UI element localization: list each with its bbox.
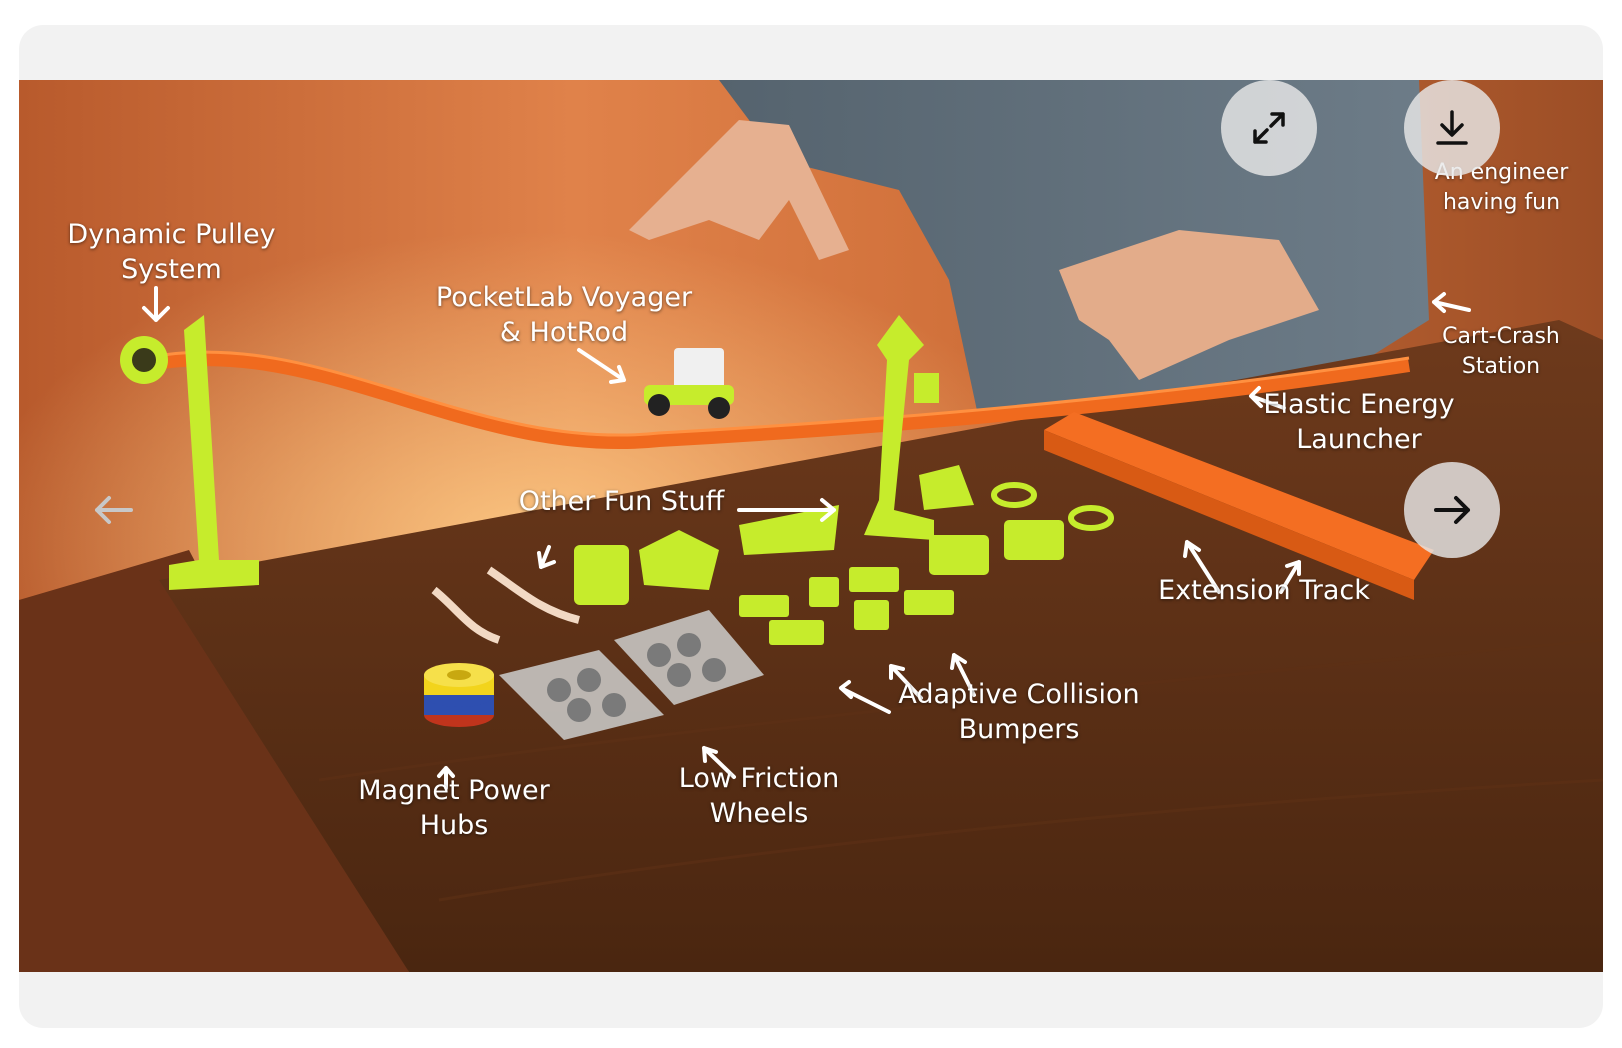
image-viewer-card: Dynamic Pulley System PocketLab Voyager … [19, 25, 1603, 1028]
collision-bumpers-label: Adaptive Collision Bumpers [889, 677, 1149, 747]
arrow-right-icon [1434, 496, 1470, 524]
download-icon [1436, 110, 1468, 145]
elastic-launcher-label: Elastic Energy Launcher [1249, 387, 1469, 457]
friction-wheels-label-line1: Low Friction [678, 763, 840, 794]
friction-wheels-label: Low Friction Wheels [659, 761, 859, 831]
expand-icon [1253, 112, 1285, 144]
cart-crash-label: Cart-Crash Station [1411, 322, 1591, 382]
pulley-label: Dynamic Pulley System [64, 217, 279, 287]
cart-crash-label-line2: Station [1461, 354, 1541, 379]
elastic-launcher-label-line2: Launcher [1296, 424, 1422, 455]
engineer-label-line2: having fun [1442, 190, 1561, 215]
other-fun-stuff-label: Other Fun Stuff [518, 486, 725, 517]
elastic-launcher-label-line1: Elastic Energy [1263, 389, 1455, 420]
magnet-hubs-label: Magnet Power Hubs [349, 773, 559, 843]
next-image-button[interactable] [1404, 462, 1500, 558]
fullscreen-button[interactable] [1221, 80, 1317, 176]
extension-track-label: Extension Track [1158, 575, 1370, 606]
magnet-hubs-label-line2: Hubs [419, 810, 489, 841]
previous-image-button[interactable] [85, 488, 139, 532]
friction-wheels-label-line2: Wheels [709, 798, 809, 829]
collision-bumpers-label-line1: Adaptive Collision [898, 679, 1140, 710]
photo-viewer: Dynamic Pulley System PocketLab Voyager … [19, 80, 1603, 972]
collision-bumpers-label-line2: Bumpers [958, 714, 1080, 745]
magnet-hubs-label-line1: Magnet Power [358, 775, 550, 806]
voyager-label: PocketLab Voyager & HotRod [419, 280, 709, 350]
voyager-label-line1: PocketLab Voyager [435, 282, 693, 313]
pulley-label-line1: Dynamic Pulley [67, 219, 276, 250]
product-photo [19, 80, 1603, 972]
voyager-label-line2: & HotRod [499, 317, 629, 348]
cart-crash-label-line1: Cart-Crash [1442, 324, 1560, 349]
download-button[interactable] [1404, 80, 1500, 176]
pulley-label-line2: System [121, 254, 222, 285]
arrow-left-icon [95, 496, 133, 524]
